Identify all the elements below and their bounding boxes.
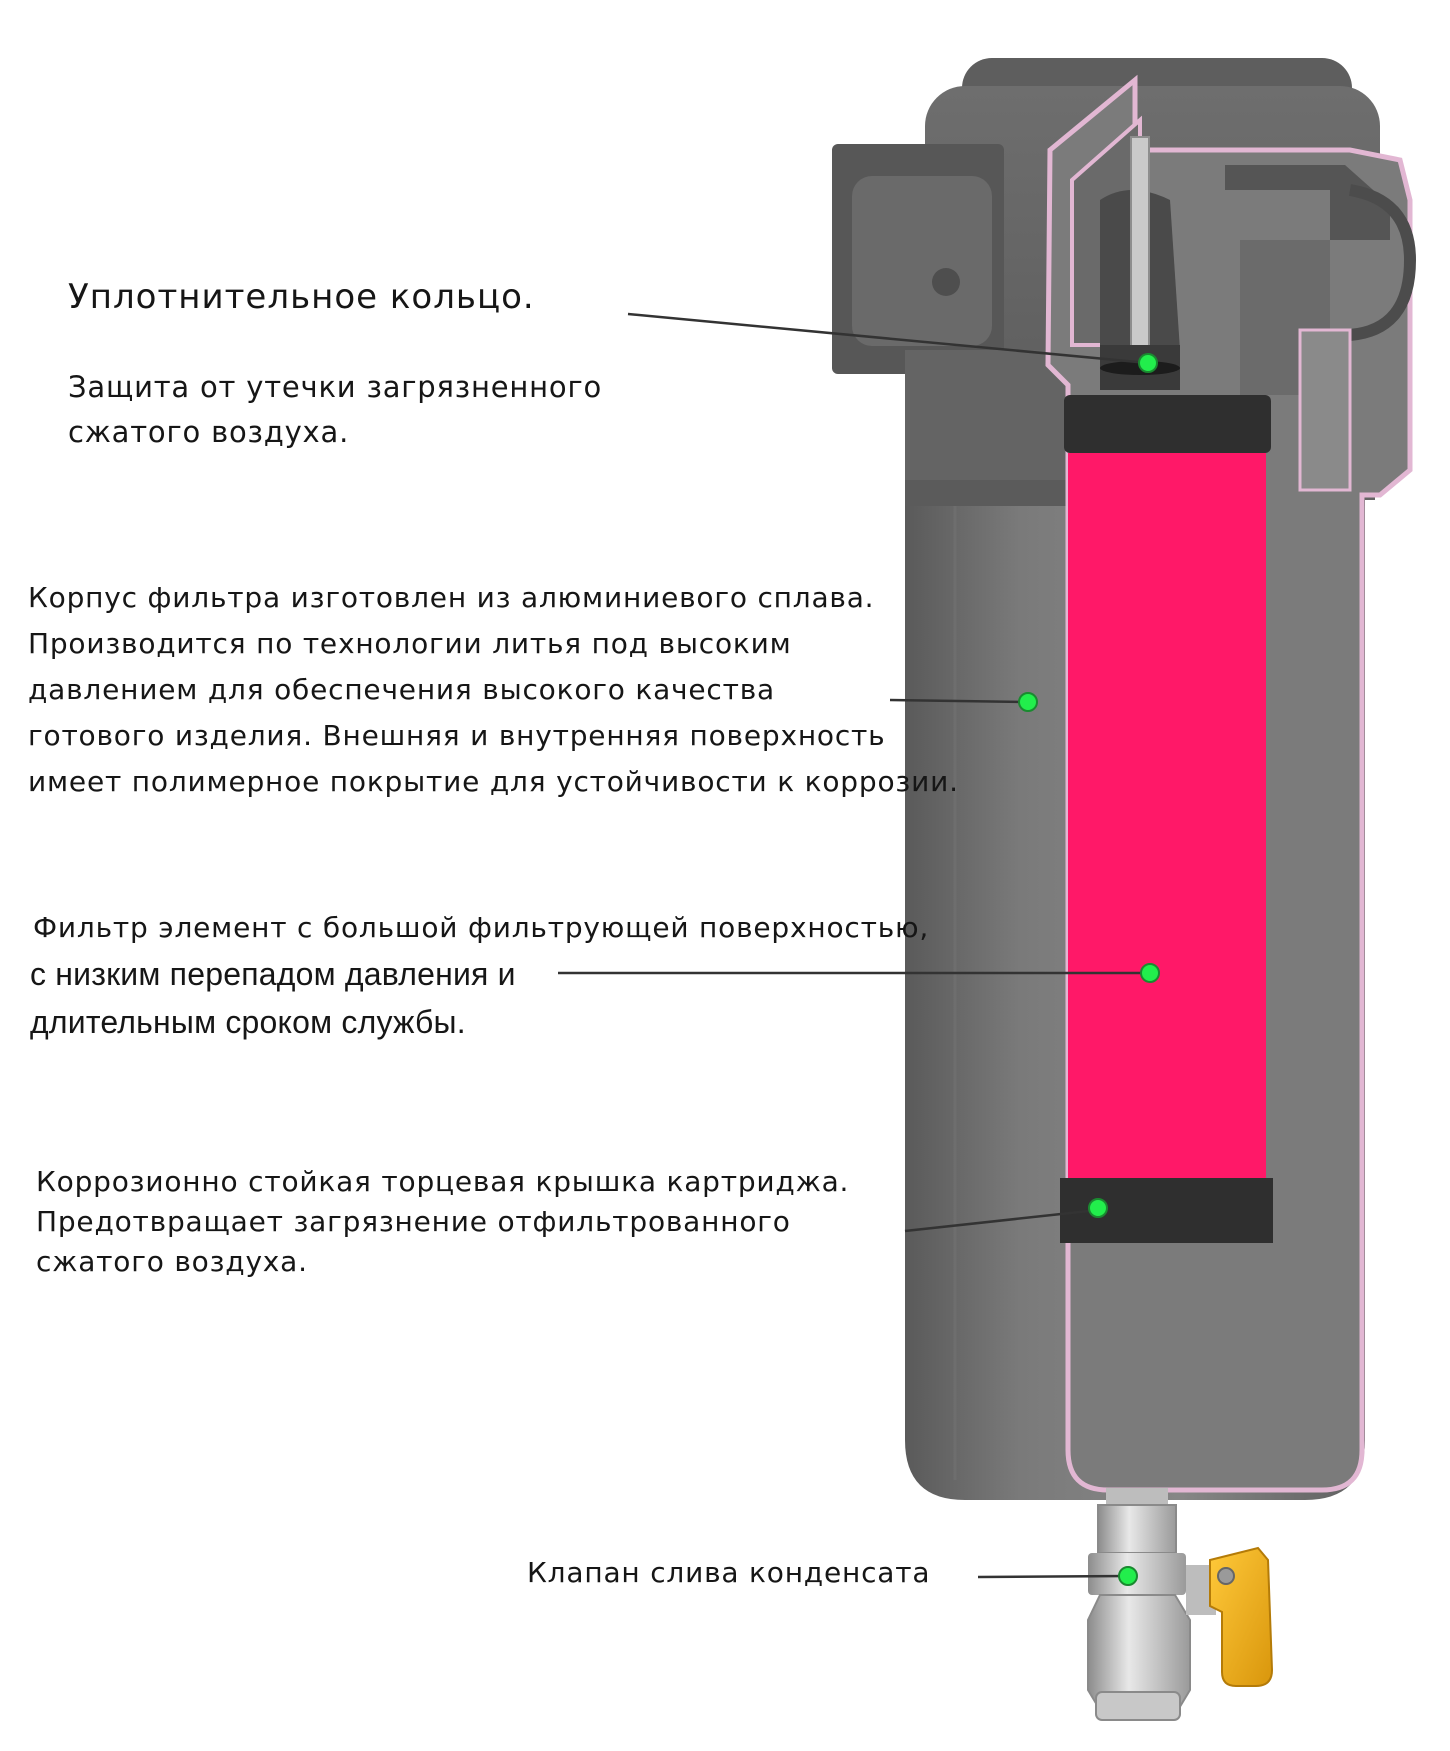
- callout-seal-ring: Уплотнительное кольцо. Защита от утечки …: [68, 230, 602, 500]
- callout-end-cap: Коррозионно стойкая торцевая крышка карт…: [36, 1165, 850, 1278]
- leader-valve: [977, 1574, 1129, 1579]
- callout-housing: Корпус фильтра изготовлен из алюминиевог…: [28, 581, 959, 798]
- callout-drain-valve: Клапан слива конденсата: [527, 1556, 931, 1589]
- drain-valve: [1087, 1488, 1274, 1721]
- callout-seal-title: Уплотнительное кольцо.: [68, 277, 535, 317]
- leader-cap: [904, 1208, 1099, 1233]
- tie-rod: [1100, 136, 1180, 390]
- marker-housing: [1018, 692, 1038, 712]
- callout-seal-text: Защита от утечки загрязненного сжатого в…: [68, 370, 603, 449]
- leader-housing: [889, 698, 1029, 704]
- callout-filter-element-continued: с низким перепадом давления и длительным…: [30, 956, 516, 1040]
- callout-filter-element: Фильтр элемент с большой фильтрующей пов…: [33, 911, 930, 944]
- filter-element: [1060, 395, 1273, 1243]
- leader-seal: [627, 312, 1149, 365]
- marker-cap: [1088, 1198, 1108, 1218]
- marker-valve: [1118, 1566, 1138, 1586]
- markers: [1018, 353, 1160, 1586]
- marker-element: [1140, 963, 1160, 983]
- leader-lines: [558, 312, 1150, 1579]
- marker-seal: [1138, 353, 1158, 373]
